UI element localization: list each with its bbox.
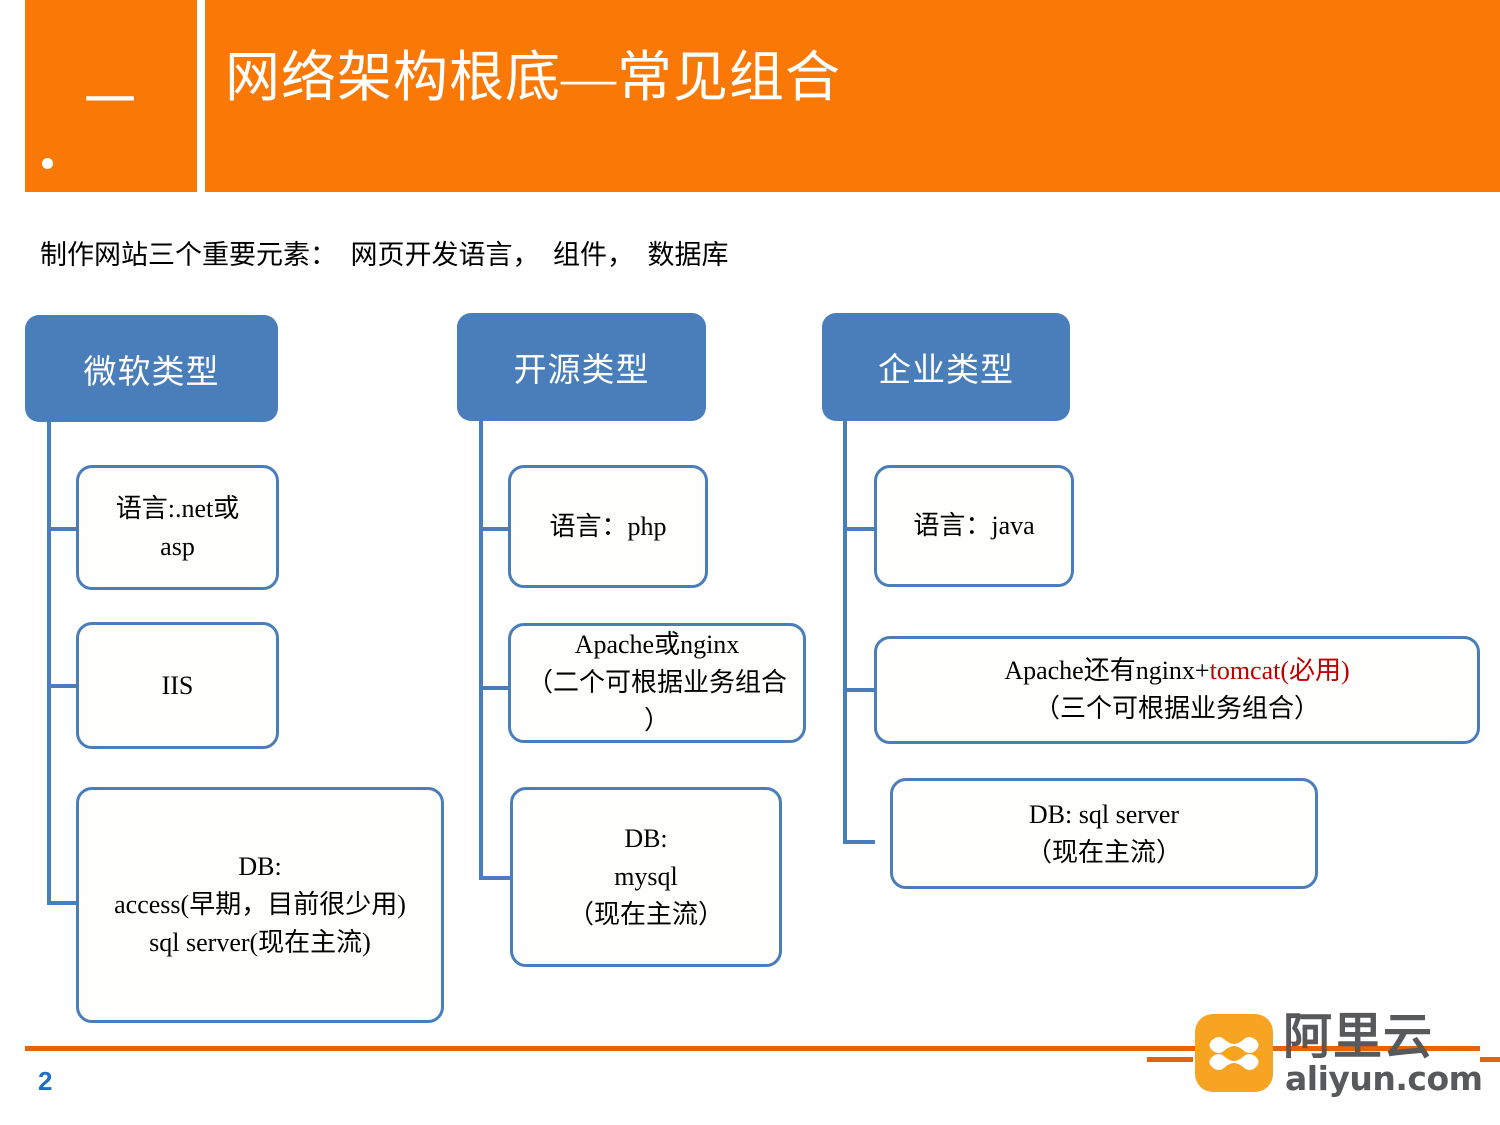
- column-header-label: 企业类型: [878, 353, 1014, 389]
- connector-branch-2-3: [479, 876, 511, 880]
- connector-trunk-2: [479, 421, 483, 880]
- aliyun-logo: 阿里云 aliyun.com: [1147, 1008, 1500, 1102]
- header-title-block: 网络架构根底—常见组合: [205, 0, 1500, 192]
- header-number-block: 一: [25, 0, 197, 192]
- logo-rule-right: [1480, 1057, 1500, 1062]
- node-os-server[interactable]: Apache或nginx （二个可根据业务组合 ）: [508, 623, 806, 743]
- node-os-language[interactable]: 语言：php: [508, 465, 708, 588]
- node-text: 语言：java: [913, 511, 1035, 540]
- column-header-opensource[interactable]: 开源类型: [457, 313, 706, 421]
- connector-branch-1-3: [47, 901, 79, 905]
- column-header-enterprise[interactable]: 企业类型: [822, 313, 1070, 421]
- connector-trunk-3: [843, 421, 847, 844]
- node-text-highlight: tomcat(必用): [1209, 656, 1350, 685]
- connector-branch-1-1: [47, 527, 79, 531]
- page-title: 网络架构根底—常见组合: [225, 47, 842, 108]
- connector-branch-3-1: [843, 527, 875, 531]
- connector-trunk-1: [47, 422, 51, 905]
- node-text: 语言：php: [549, 511, 667, 541]
- connector-branch-3-3: [843, 840, 875, 844]
- node-ent-server[interactable]: Apache还有nginx+tomcat(必用) （三个可根据业务组合）: [874, 636, 1480, 744]
- logo-text-cn: 阿里云: [1283, 1008, 1434, 1065]
- node-os-db[interactable]: DB: mysql （现在主流）: [510, 787, 782, 967]
- node-text: Apache还有nginx+tomcat(必用) （三个可根据业务组合）: [1004, 652, 1349, 728]
- node-text: DB: sql server （现在主流）: [1025, 799, 1182, 867]
- connector-branch-1-2: [47, 684, 79, 688]
- subtitle-text: 制作网站三个重要元素： 网页开发语言， 组件， 数据库: [40, 240, 729, 270]
- logo-rule-left: [1147, 1057, 1193, 1062]
- node-text: IIS: [161, 670, 194, 700]
- node-text-line-mixed: Apache还有nginx+tomcat(必用): [1004, 656, 1350, 685]
- column-header-microsoft[interactable]: 微软类型: [25, 315, 278, 422]
- connector-branch-3-2: [843, 688, 875, 692]
- node-text: DB: access(早期，目前很少用) sql server(现在主流): [114, 852, 406, 957]
- connector-branch-2-2: [479, 686, 511, 690]
- node-text: DB: mysql （现在主流）: [567, 824, 724, 929]
- logo-text-en: aliyun.com: [1285, 1059, 1483, 1098]
- node-ent-language[interactable]: 语言：java: [874, 465, 1074, 587]
- node-text: 语言:.net或 asp: [115, 493, 240, 561]
- column-header-label: 微软类型: [83, 354, 220, 391]
- connector-branch-2-1: [479, 527, 511, 531]
- node-text: Apache或nginx （二个可根据业务组合 ）: [526, 630, 787, 735]
- node-ms-db[interactable]: DB: access(早期，目前很少用) sql server(现在主流): [76, 787, 444, 1023]
- node-ms-server[interactable]: IIS: [76, 622, 279, 749]
- bullet-dot-icon: [42, 158, 53, 169]
- node-ent-db[interactable]: DB: sql server （现在主流）: [890, 778, 1318, 889]
- aliyun-cloud-icon: [1195, 1014, 1273, 1092]
- column-header-label: 开源类型: [513, 353, 650, 389]
- section-number: 一: [83, 73, 138, 131]
- footer-divider: [25, 1046, 1480, 1051]
- node-ms-language[interactable]: 语言:.net或 asp: [76, 465, 279, 590]
- page-number: 2: [38, 1066, 53, 1096]
